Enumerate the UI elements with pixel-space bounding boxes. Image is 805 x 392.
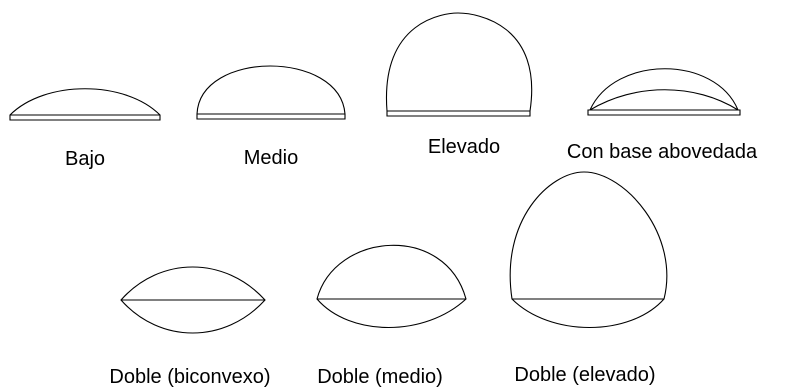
- shape-medio: [196, 65, 346, 120]
- doble-elevado-lens-outline: [509, 171, 668, 329]
- shape-bajo: [9, 88, 161, 121]
- label-doble-medio: Doble (medio): [317, 366, 443, 388]
- abovedada-base: [587, 109, 741, 116]
- biconvexo-lens-outline: [120, 266, 266, 334]
- bajo-dome-outline: [9, 88, 161, 121]
- label-elevado: Elevado: [428, 136, 500, 158]
- doble-medio-lens-outline: [316, 244, 467, 329]
- medio-dome-outline: [196, 65, 346, 120]
- label-bajo: Bajo: [65, 148, 105, 170]
- label-medio: Medio: [244, 147, 298, 169]
- label-doble-elevado: Doble (elevado): [514, 364, 655, 386]
- shape-doble-medio: [316, 244, 467, 329]
- label-con-base-abovedada: Con base abovedada: [567, 141, 758, 163]
- label-doble-biconvexo: Doble (biconvexo): [109, 366, 270, 388]
- abovedada-inner-vault: [589, 89, 739, 111]
- elevado-dome-outline: [386, 12, 533, 117]
- shape-con-base-abovedada: [587, 68, 741, 116]
- abovedada-outer-dome: [589, 68, 739, 111]
- shape-elevado: [386, 12, 533, 117]
- shape-doble-elevado: [509, 171, 668, 329]
- shape-doble-biconvexo: [120, 266, 266, 334]
